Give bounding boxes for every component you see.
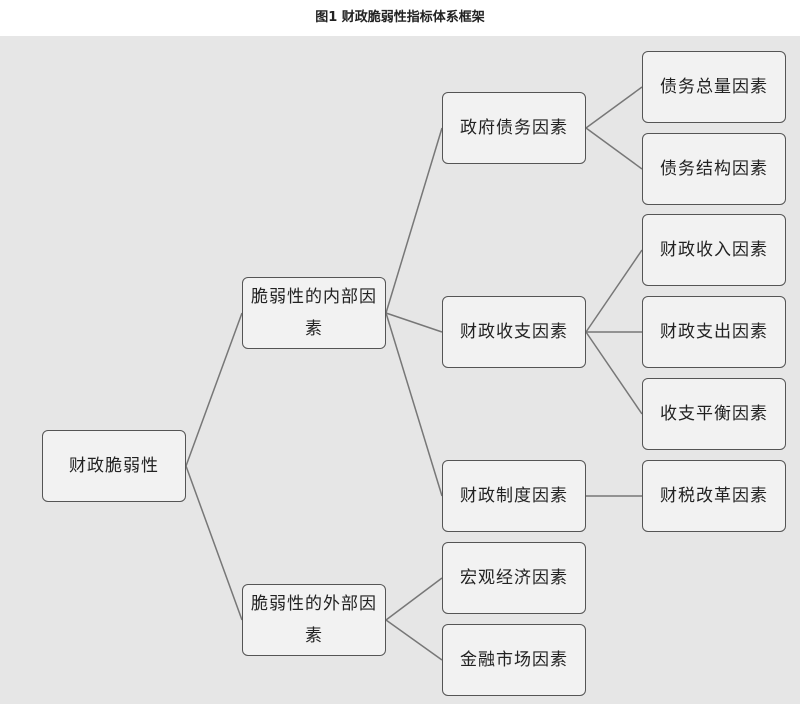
connector-internal-gov_debt: [385, 127, 443, 314]
connector-gov_debt-debt_total: [585, 86, 643, 129]
node-fiscal-revenue: 财政收入因素: [642, 214, 786, 286]
connector-external-macro: [385, 577, 443, 621]
connector-internal-institution: [385, 312, 443, 497]
node-root: 财政脆弱性: [42, 430, 186, 502]
node-budget-balance: 收支平衡因素: [642, 378, 786, 450]
node-tax-reform: 财税改革因素: [642, 460, 786, 532]
connector-internal-revenue_expenditure: [385, 312, 443, 333]
node-internal-factors: 脆弱性的内部因素: [242, 277, 386, 349]
figure-caption: 图1 财政脆弱性指标体系框架: [0, 0, 800, 36]
node-external-factors: 脆弱性的外部因素: [242, 584, 386, 656]
node-government-debt: 政府债务因素: [442, 92, 586, 164]
node-financial-market: 金融市场因素: [442, 624, 586, 696]
connector-root-external: [185, 465, 243, 621]
connector-root-internal: [185, 312, 243, 467]
connector-gov_debt-debt_structure: [585, 127, 643, 170]
connector-external-financial_market: [385, 619, 443, 661]
node-revenue-expenditure: 财政收支因素: [442, 296, 586, 368]
node-macroeconomy: 宏观经济因素: [442, 542, 586, 614]
connector-revenue_expenditure-balance: [585, 331, 643, 415]
node-fiscal-institution: 财政制度因素: [442, 460, 586, 532]
node-fiscal-expenditure: 财政支出因素: [642, 296, 786, 368]
node-debt-structure: 债务结构因素: [642, 133, 786, 205]
node-debt-total: 债务总量因素: [642, 51, 786, 123]
connector-revenue_expenditure-revenue: [585, 249, 643, 333]
